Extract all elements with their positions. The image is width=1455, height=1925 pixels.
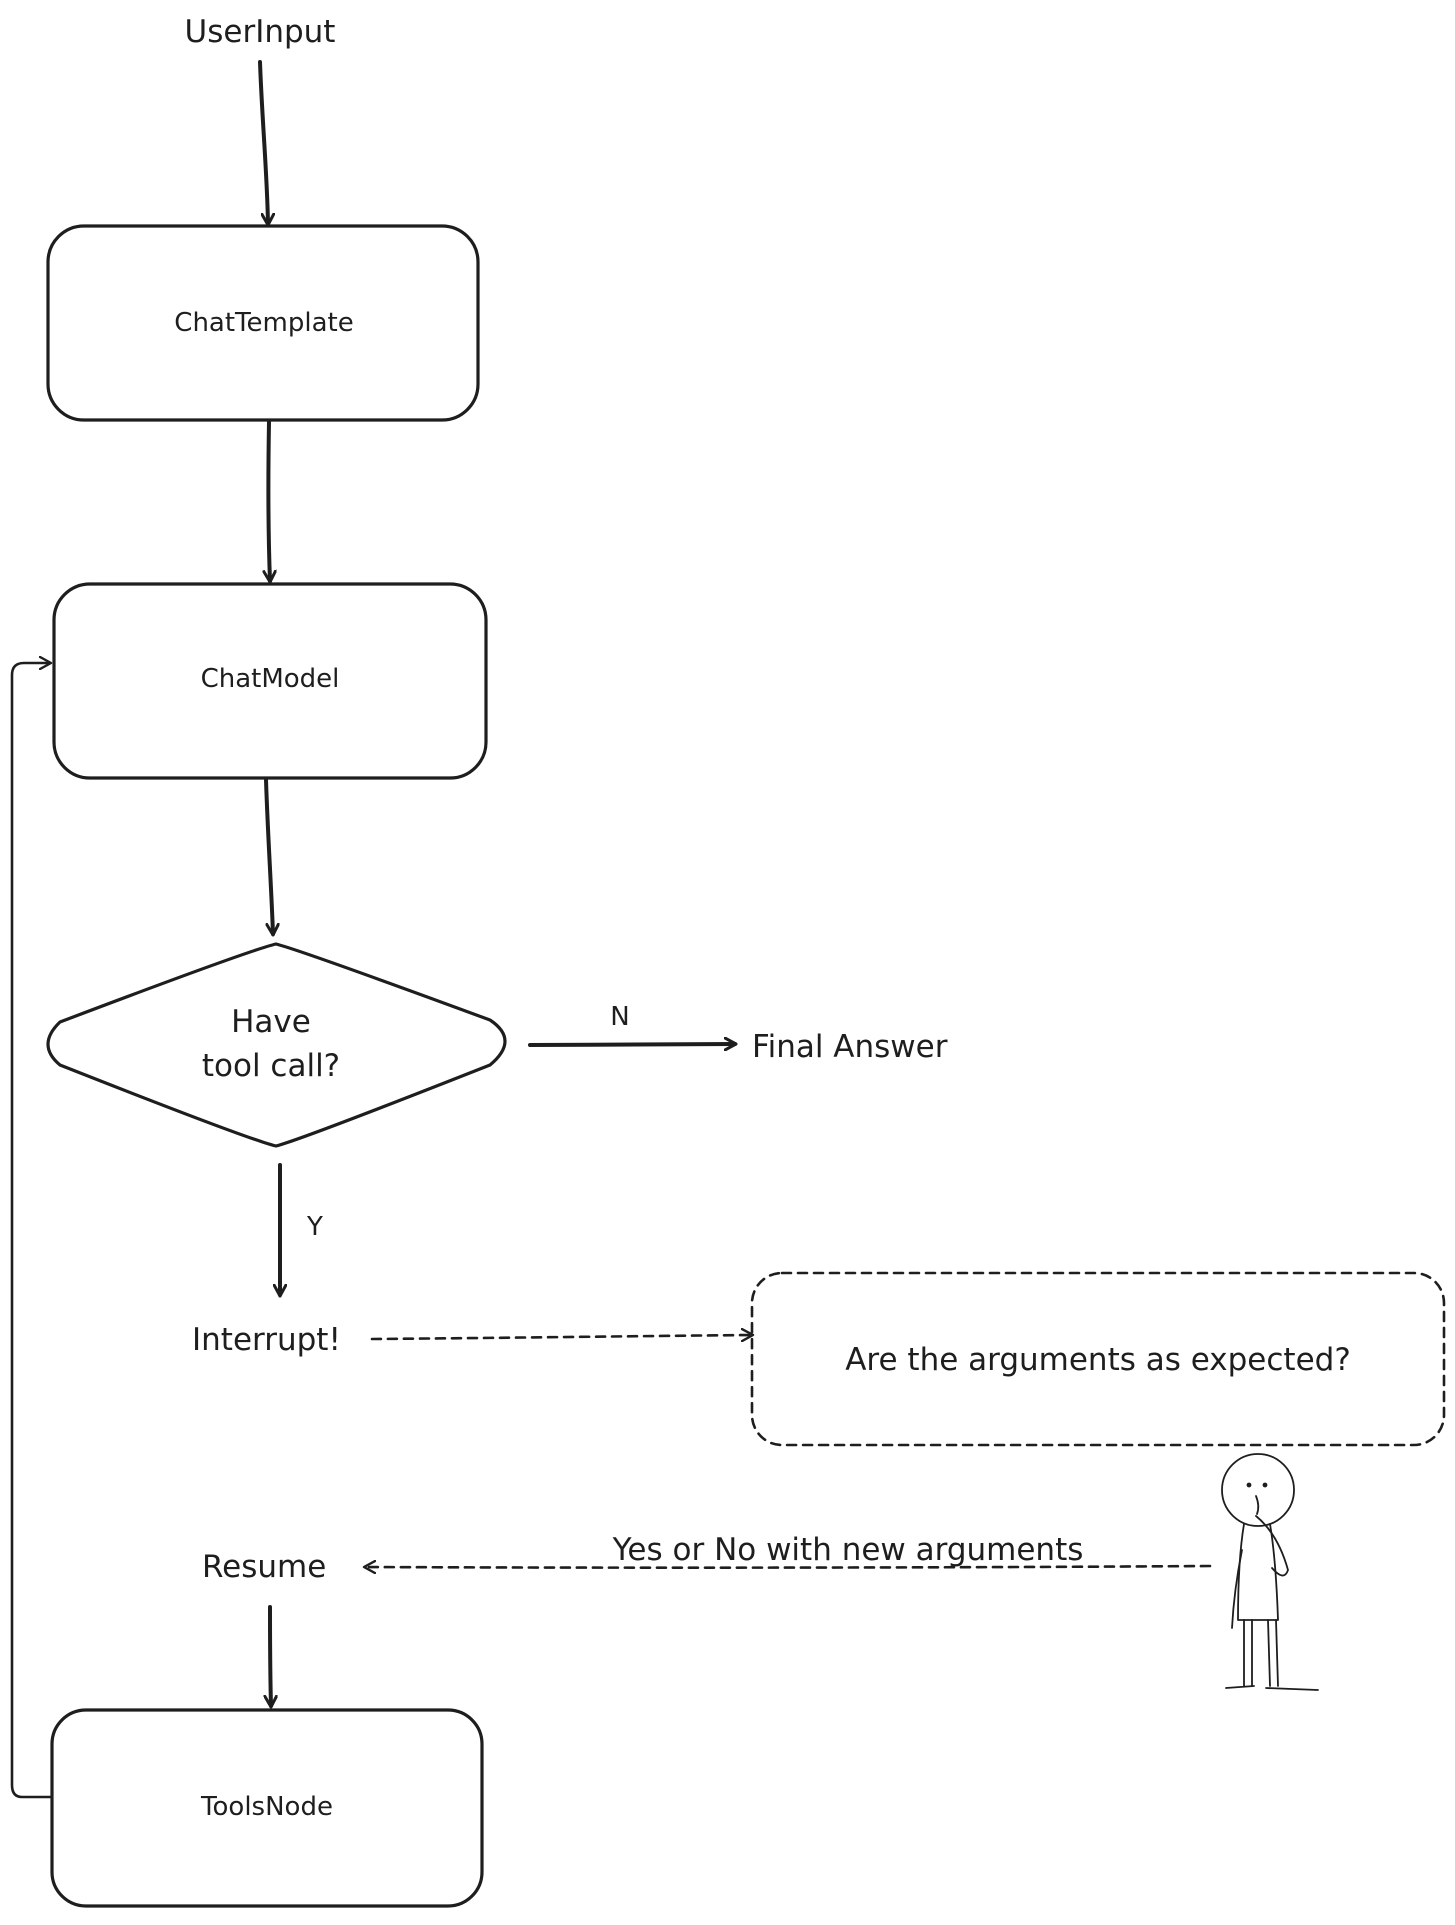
chat-model-box <box>52 582 488 780</box>
tools-node-box <box>50 1708 484 1908</box>
interrupt-label: Interrupt! <box>192 1322 341 1358</box>
chat-template-box <box>46 224 480 422</box>
arrow-interrupt-to-review <box>370 1335 752 1339</box>
person-body <box>1237 1523 1279 1621</box>
decision-diamond <box>46 942 507 1148</box>
decision-label-line2: tool call? <box>202 1048 340 1084</box>
user-input-label: UserInput <box>185 14 336 50</box>
arrow-human-to-resume <box>365 1566 1212 1568</box>
person-leg-right <box>1265 1619 1319 1691</box>
human-reply-label: Yes or No with new arguments <box>612 1532 1084 1568</box>
chat-template-label: ChatTemplate <box>174 308 353 338</box>
person-icon <box>1221 1453 1319 1691</box>
no-branch-label: N <box>610 1002 629 1032</box>
arrow-decision-to-final <box>528 1044 735 1045</box>
person-arm-raised <box>1255 1515 1289 1577</box>
person-mouth <box>1255 1495 1260 1515</box>
yes-branch-label: Y <box>306 1212 323 1242</box>
person-leg-left <box>1225 1619 1255 1689</box>
resume-label: Resume <box>202 1549 326 1585</box>
final-answer-label: Final Answer <box>752 1029 948 1065</box>
arrow-model-to-decision <box>264 778 273 934</box>
person-head <box>1221 1453 1295 1527</box>
arrow-template-to-model <box>268 420 270 581</box>
person-eye-right <box>1262 1482 1268 1488</box>
review-prompt-label: Are the arguments as expected? <box>845 1342 1351 1378</box>
decision-label-line1: Have <box>231 1004 311 1040</box>
person-eye-left <box>1246 1482 1252 1488</box>
review-box <box>750 1271 1446 1447</box>
arrow-tools-loop-to-model <box>10 663 50 1799</box>
tools-node-label: ToolsNode <box>200 1792 333 1822</box>
arrow-resume-to-tools <box>270 1605 271 1706</box>
person-arm-down <box>1231 1549 1243 1629</box>
arrow-input-to-template <box>258 60 268 224</box>
chat-model-label: ChatModel <box>201 664 340 694</box>
